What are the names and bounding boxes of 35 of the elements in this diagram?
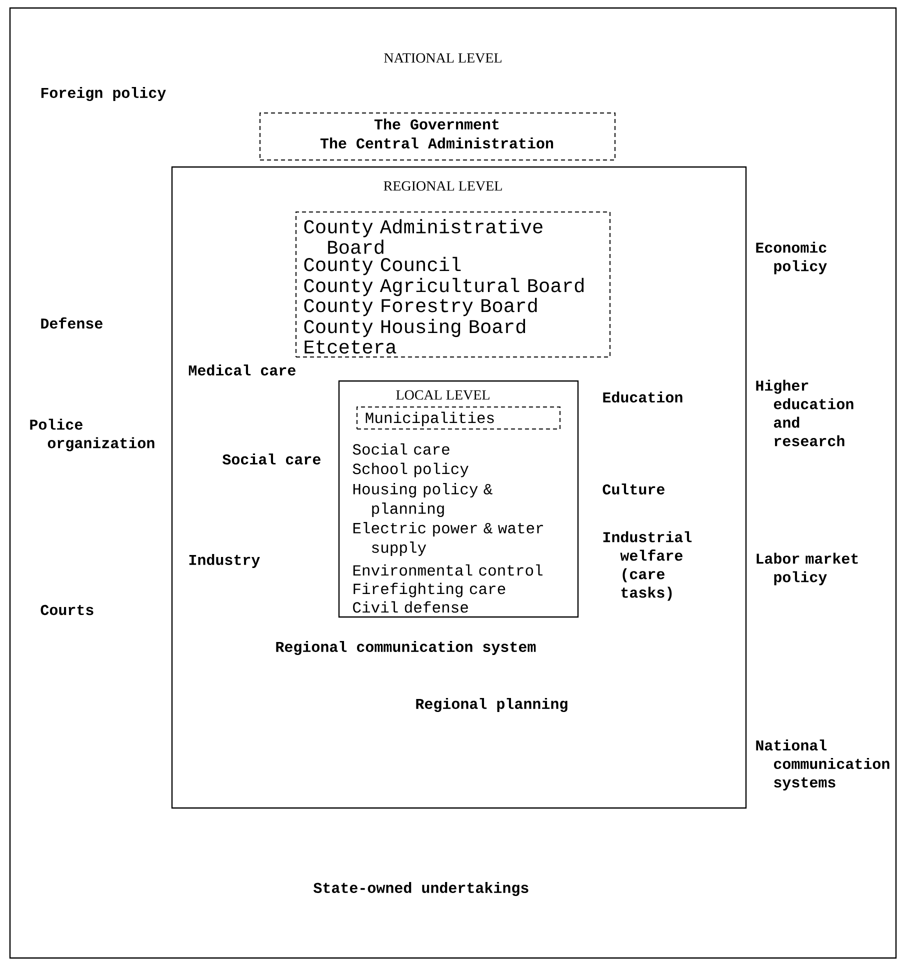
policy-label: Courts <box>40 604 94 616</box>
list-item: Electric power & water supply <box>353 522 543 556</box>
policy-label: Foreign policy <box>41 86 166 102</box>
policy-label: Industrial welfare (care tasks) <box>603 531 692 601</box>
policy-label: Economic policy <box>756 242 827 274</box>
level-heading: LOCAL LEVEL <box>396 390 490 400</box>
policy-label: Police organization <box>30 418 154 452</box>
dashed-box: The Government The Central Administration <box>260 112 616 160</box>
policy-label: National communication systems <box>756 740 890 790</box>
level-heading: REGIONAL LEVEL <box>384 181 502 191</box>
list-item: Firefighting care <box>354 582 506 598</box>
policy-label: Higher education and research <box>756 380 854 446</box>
policy-label: Regional planning <box>416 698 568 712</box>
policy-label: Social care <box>222 454 320 464</box>
policy-label: Medical care <box>188 364 296 376</box>
policy-label: Defense <box>41 317 102 329</box>
policy-label: Regional communication system <box>276 640 536 656</box>
policy-label: Labor market policy <box>756 552 858 586</box>
level-heading: NATIONAL LEVEL <box>384 53 502 63</box>
list-item: County Agricultural Board <box>304 278 584 296</box>
dashed-box: Municipalities <box>356 406 560 430</box>
policy-label: Education <box>603 392 682 402</box>
list-item: County Council <box>304 256 461 276</box>
list-item: Housing policy & planning <box>353 483 492 517</box>
list-item: Civil defense <box>353 601 468 613</box>
policy-label: State-owned undertakings <box>313 882 528 896</box>
policy-label: Industry <box>189 554 260 568</box>
list-item: School policy <box>352 462 468 478</box>
policy-label: Culture <box>602 484 664 494</box>
list-item: Etcetera <box>304 340 396 354</box>
list-item: Environmental control <box>353 564 542 576</box>
list-item: Social care <box>352 443 450 455</box>
list-item: County Forestry Board <box>304 298 537 316</box>
list-item: County Administrative Board <box>304 219 542 254</box>
list-item: County Housing Board <box>304 318 526 338</box>
